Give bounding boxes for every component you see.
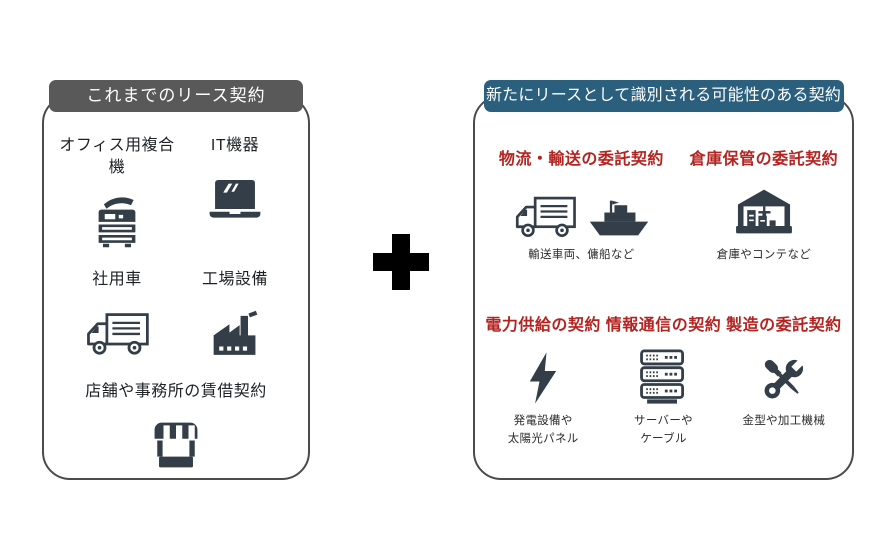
storefront-icon <box>154 422 198 468</box>
group-manufacturing: 製造の委託契約 <box>724 315 844 449</box>
right-panel-title: 新たにリースとして識別される可能性のある契約 <box>485 87 842 104</box>
plus-icon <box>373 234 429 290</box>
ship-icon <box>590 200 649 236</box>
traditional-lease-panel: これまでのリース契約 オフィス用複合機 IT機器 <box>42 80 310 480</box>
copier-icon <box>98 197 136 248</box>
truck-icon <box>87 313 149 355</box>
lightning-bolt-icon <box>529 352 557 404</box>
tools-icon <box>764 358 805 399</box>
left-panel-title-badge: これまでのリース契約 <box>49 80 303 112</box>
right-panel-content: 物流・輸送の委託契約 <box>475 97 852 448</box>
server-rack-icon <box>640 349 685 404</box>
factory-icon <box>213 310 258 355</box>
group-warehouse-storage: 倉庫保管の委託契約 倉庫やコンテなど <box>682 149 846 265</box>
left-panel-grid: オフィス用複合機 IT機器 社用車 <box>44 97 308 477</box>
group-caption: サーバーや ケーブル <box>634 414 693 445</box>
group-power-supply: 電力供給の契約 発電設備や 太陽光パネル <box>483 315 603 449</box>
group-heading: 電力供給の契約 <box>485 316 601 334</box>
item-label: オフィス用複合機 <box>59 137 175 176</box>
item-label: IT機器 <box>210 137 260 154</box>
item-label: 店舗や事務所の賃借契約 <box>85 383 267 400</box>
group-heading: 倉庫保管の委託契約 <box>689 151 839 168</box>
group-information-communication: 情報通信の契約 <box>603 315 723 449</box>
group-caption: 輸送車両、傭船など <box>528 249 635 261</box>
laptop-icon <box>209 179 261 218</box>
group-heading: 物流・輸送の委託契約 <box>498 151 664 168</box>
lease-item-it: IT機器 <box>176 135 294 253</box>
group-caption: 発電設備や 太陽光パネル <box>507 414 579 445</box>
group-logistics-transport: 物流・輸送の委託契約 <box>481 149 682 265</box>
group-heading: 製造の委託契約 <box>726 316 842 334</box>
group-caption: 倉庫やコンテなど <box>716 249 812 261</box>
right-panel-title-badge: 新たにリースとして識別される可能性のある契約 <box>483 80 844 112</box>
warehouse-icon <box>735 189 792 234</box>
delivery-truck-icon <box>516 196 577 238</box>
lease-item-car: 社用車 <box>58 269 176 365</box>
group-heading: 情報通信の契約 <box>605 316 722 334</box>
item-label: 工場設備 <box>201 271 268 288</box>
new-lease-panel: 新たにリースとして識別される可能性のある契約 物流・輸送の委託契約 <box>473 80 854 480</box>
left-panel-title: これまでのリース契約 <box>86 86 266 105</box>
lease-item-rental: 店舗や事務所の賃借契約 <box>58 381 294 477</box>
item-label: 社用車 <box>92 271 142 288</box>
group-caption: 金型や加工機械 <box>742 414 826 427</box>
lease-item-factory: 工場設備 <box>176 269 294 365</box>
lease-item-copier: オフィス用複合機 <box>58 135 176 253</box>
